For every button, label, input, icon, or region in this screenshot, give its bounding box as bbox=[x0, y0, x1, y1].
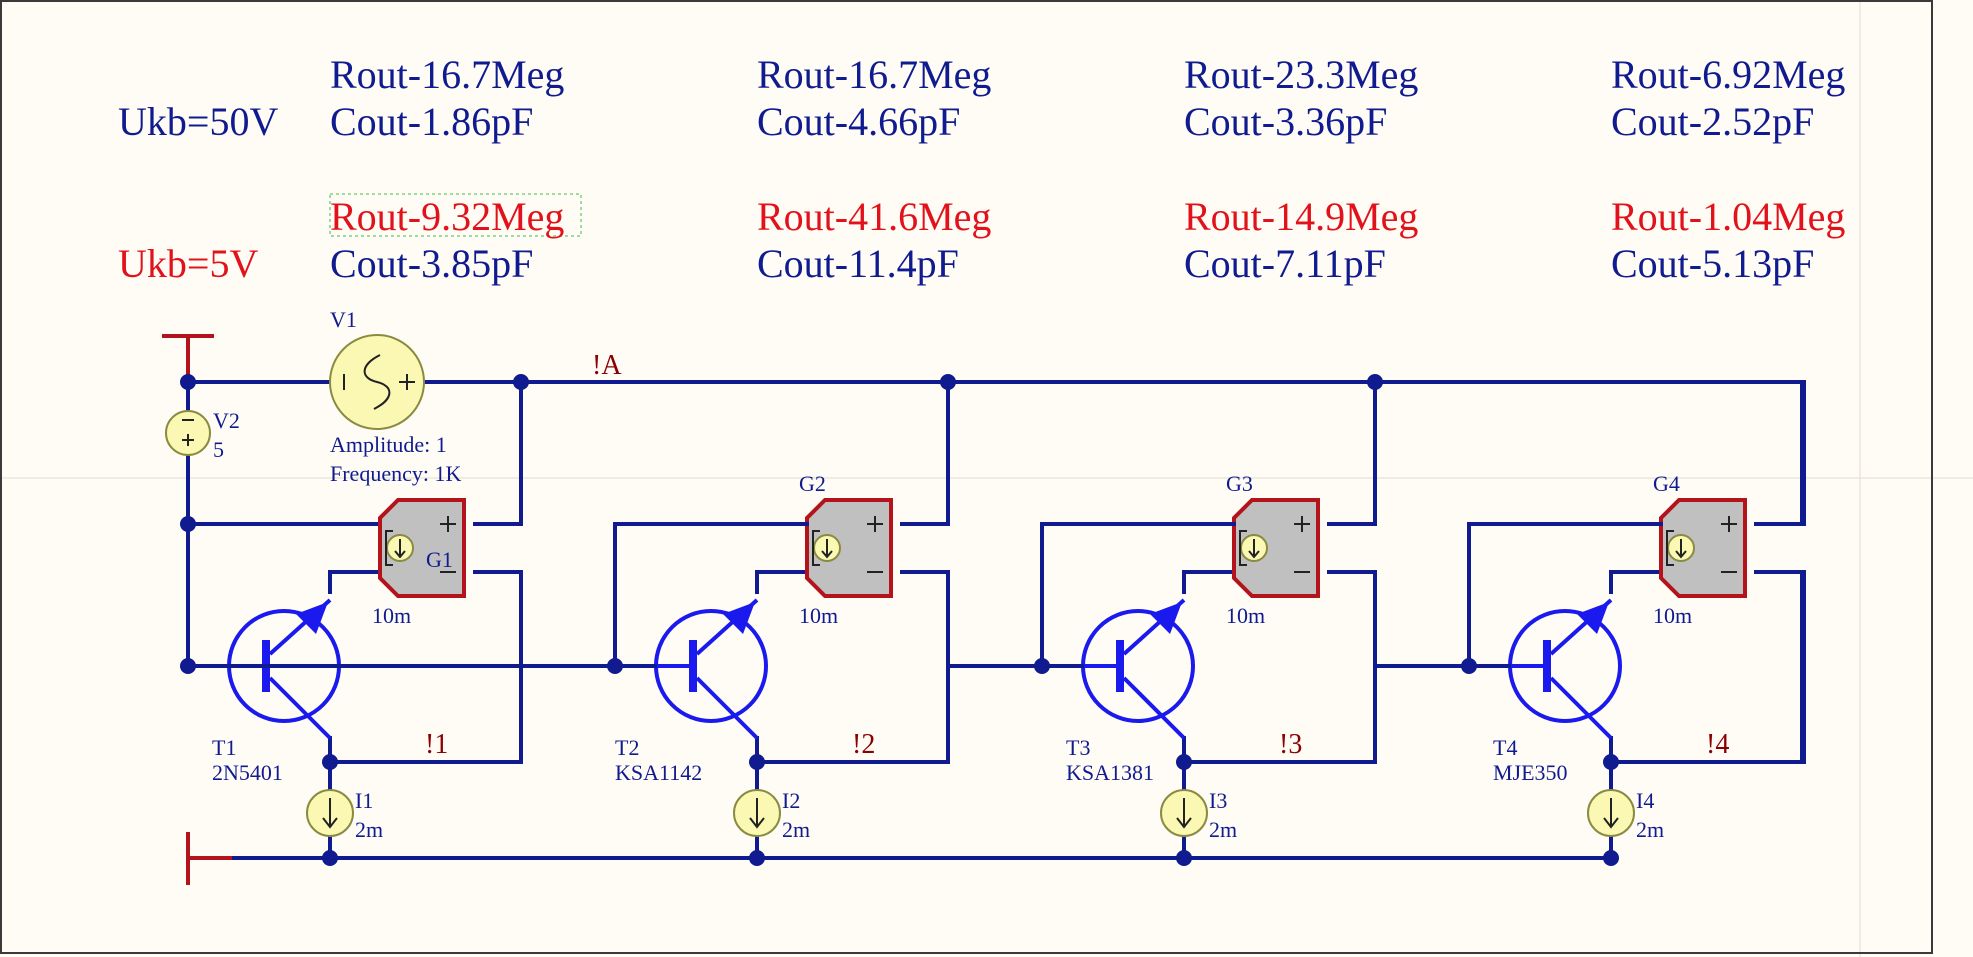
rout-50v-stage4: Rout-6.92Meg bbox=[1611, 52, 1845, 97]
net-label-2: !2 bbox=[852, 729, 875, 760]
t2-designator: T2 bbox=[615, 735, 639, 760]
i1-designator: I1 bbox=[355, 788, 373, 813]
i4-value: 2m bbox=[1636, 817, 1664, 842]
net-label-a: !A bbox=[592, 350, 622, 381]
g2-value: 10m bbox=[799, 603, 838, 628]
cout-5v-stage1: Cout-3.85pF bbox=[330, 241, 533, 286]
cout-50v-stage3: Cout-3.36pF bbox=[1184, 99, 1387, 144]
i1-value: 2m bbox=[355, 817, 383, 842]
cout-5v-stage3: Cout-7.11pF bbox=[1184, 241, 1386, 286]
t3-part: KSA1381 bbox=[1066, 760, 1154, 785]
inter-stage-wires bbox=[186, 522, 1663, 668]
rout-50v-stage2: Rout-16.7Meg bbox=[757, 52, 991, 97]
t1-designator: T1 bbox=[212, 735, 236, 760]
net-label-4: !4 bbox=[1706, 729, 1729, 760]
cout-5v-stage2: Cout-11.4pF bbox=[757, 241, 959, 286]
g1-value: 10m bbox=[372, 603, 411, 628]
v1-frequency: Frequency: 1K bbox=[330, 461, 461, 486]
cout-50v-stage1: Cout-1.86pF bbox=[330, 99, 533, 144]
i2-designator: I2 bbox=[782, 788, 800, 813]
rout-5v-stage4: Rout-1.04Meg bbox=[1611, 194, 1845, 239]
v2-dc-source[interactable] bbox=[165, 410, 211, 456]
ground-rail-symbol bbox=[186, 832, 234, 885]
cout-5v-stage4: Cout-5.13pF bbox=[1611, 241, 1814, 286]
v1-designator: V1 bbox=[330, 307, 357, 332]
g3-designator: G3 bbox=[1226, 471, 1253, 496]
t2-part: KSA1142 bbox=[615, 760, 702, 785]
net-label-1: !1 bbox=[425, 729, 448, 760]
i2-value: 2m bbox=[782, 817, 810, 842]
rout-5v-stage3: Rout-14.9Meg bbox=[1184, 194, 1418, 239]
t4-part: MJE350 bbox=[1493, 760, 1568, 785]
i3-designator: I3 bbox=[1209, 788, 1227, 813]
t3-designator: T3 bbox=[1066, 735, 1090, 760]
selection-box bbox=[329, 193, 582, 237]
rout-5v-stage2: Rout-41.6Meg bbox=[757, 194, 991, 239]
g4-designator: G4 bbox=[1653, 471, 1680, 496]
v2-value: 5 bbox=[213, 437, 224, 462]
t1-part: 2N5401 bbox=[212, 760, 283, 785]
cout-50v-stage4: Cout-2.52pF bbox=[1611, 99, 1814, 144]
g1-designator: G1 bbox=[426, 547, 453, 572]
net-label-3: !3 bbox=[1279, 729, 1302, 760]
g3-value: 10m bbox=[1226, 603, 1265, 628]
t4-designator: T4 bbox=[1493, 735, 1517, 760]
v2-designator: V2 bbox=[213, 408, 240, 433]
row-label-5v: Ukb=5V bbox=[118, 241, 258, 286]
junction-dot bbox=[180, 516, 196, 532]
g4-value: 10m bbox=[1653, 603, 1692, 628]
sine-wave-icon bbox=[363, 354, 391, 410]
rout-50v-stage3: Rout-23.3Meg bbox=[1184, 52, 1418, 97]
g2-designator: G2 bbox=[799, 471, 826, 496]
v1-amplitude: Amplitude: 1 bbox=[330, 432, 447, 457]
sheet-border bbox=[0, 0, 1933, 954]
row-label-50v: Ukb=50V bbox=[118, 99, 278, 144]
i4-designator: I4 bbox=[1636, 788, 1654, 813]
junction-dot bbox=[180, 374, 196, 390]
cout-50v-stage2: Cout-4.66pF bbox=[757, 99, 960, 144]
rout-50v-stage1: Rout-16.7Meg bbox=[330, 52, 564, 97]
v1-sine-source[interactable] bbox=[284, 334, 472, 430]
i3-value: 2m bbox=[1209, 817, 1237, 842]
rout-5v-stage1[interactable]: Rout-9.32Meg bbox=[330, 194, 564, 239]
